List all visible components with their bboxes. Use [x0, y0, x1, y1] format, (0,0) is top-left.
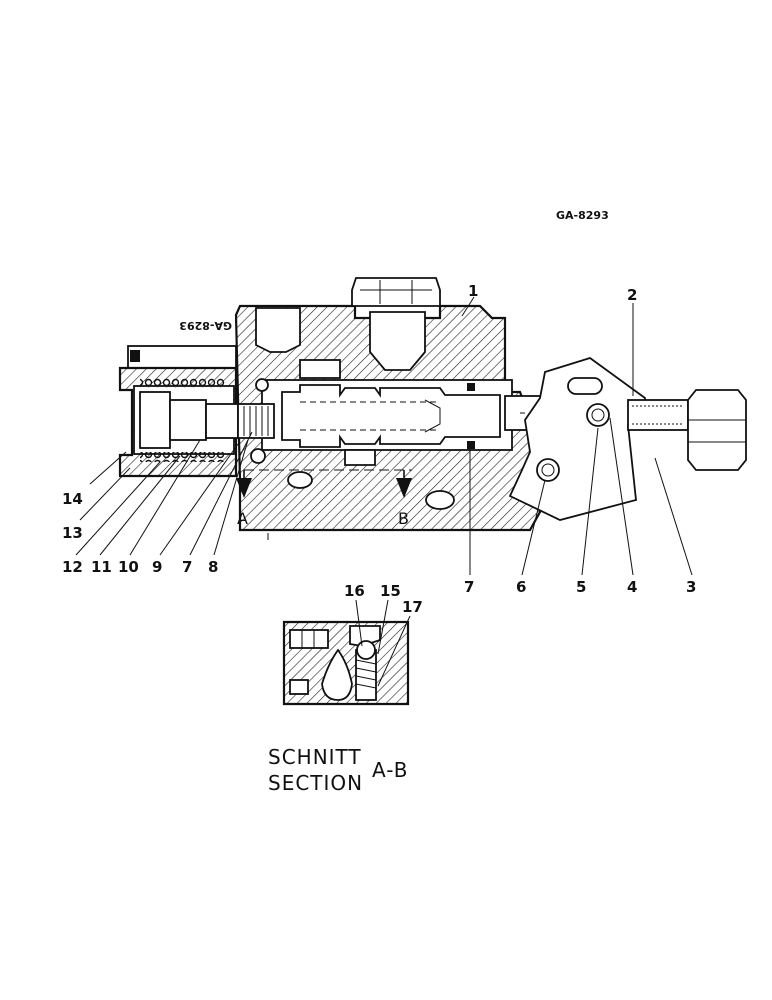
- valve-body: [234, 277, 626, 540]
- callout-9: 9: [152, 558, 162, 576]
- callout-6: 6: [516, 578, 526, 596]
- section-caption-line1: SCHNITT: [268, 745, 362, 769]
- callout-2: 2: [627, 286, 637, 304]
- drawing-reference: GA-8293: [556, 209, 609, 222]
- callout-8: 8: [208, 558, 218, 576]
- callout-4: 4: [627, 578, 637, 596]
- section-arrow-b: [396, 478, 412, 498]
- callout-16: 16: [344, 582, 365, 600]
- callout-labels: 1 2 3 4 5 6 7 7 8 9 10 11 12 13 14 15 16…: [62, 282, 696, 616]
- callout-15: 15: [380, 582, 401, 600]
- callout-14: 14: [62, 490, 83, 508]
- callout-7-right: 7: [464, 578, 474, 596]
- callout-1: 1: [468, 282, 478, 300]
- section-mark-b: B: [398, 509, 409, 528]
- leader-lines: [75, 296, 693, 576]
- callout-5: 5: [576, 578, 586, 596]
- callout-13: 13: [62, 524, 83, 542]
- section-caption-line2: SECTION: [268, 771, 363, 795]
- control-lever: [508, 357, 747, 521]
- spring-cap-housing: [118, 345, 275, 478]
- callout-7-left: 7: [182, 558, 192, 576]
- callout-3: 3: [686, 578, 696, 596]
- section-mark-a: A: [237, 509, 248, 528]
- housing-reference: GA-8293: [179, 319, 232, 332]
- callout-11: 11: [91, 558, 112, 576]
- section-line: [236, 469, 412, 498]
- callout-17: 17: [402, 598, 423, 616]
- section-ab-detail: [282, 599, 411, 706]
- section-arrow-a: [236, 478, 252, 498]
- callout-12: 12: [62, 558, 83, 576]
- section-caption-name: A-B: [372, 758, 408, 782]
- callout-10: 10: [118, 558, 139, 576]
